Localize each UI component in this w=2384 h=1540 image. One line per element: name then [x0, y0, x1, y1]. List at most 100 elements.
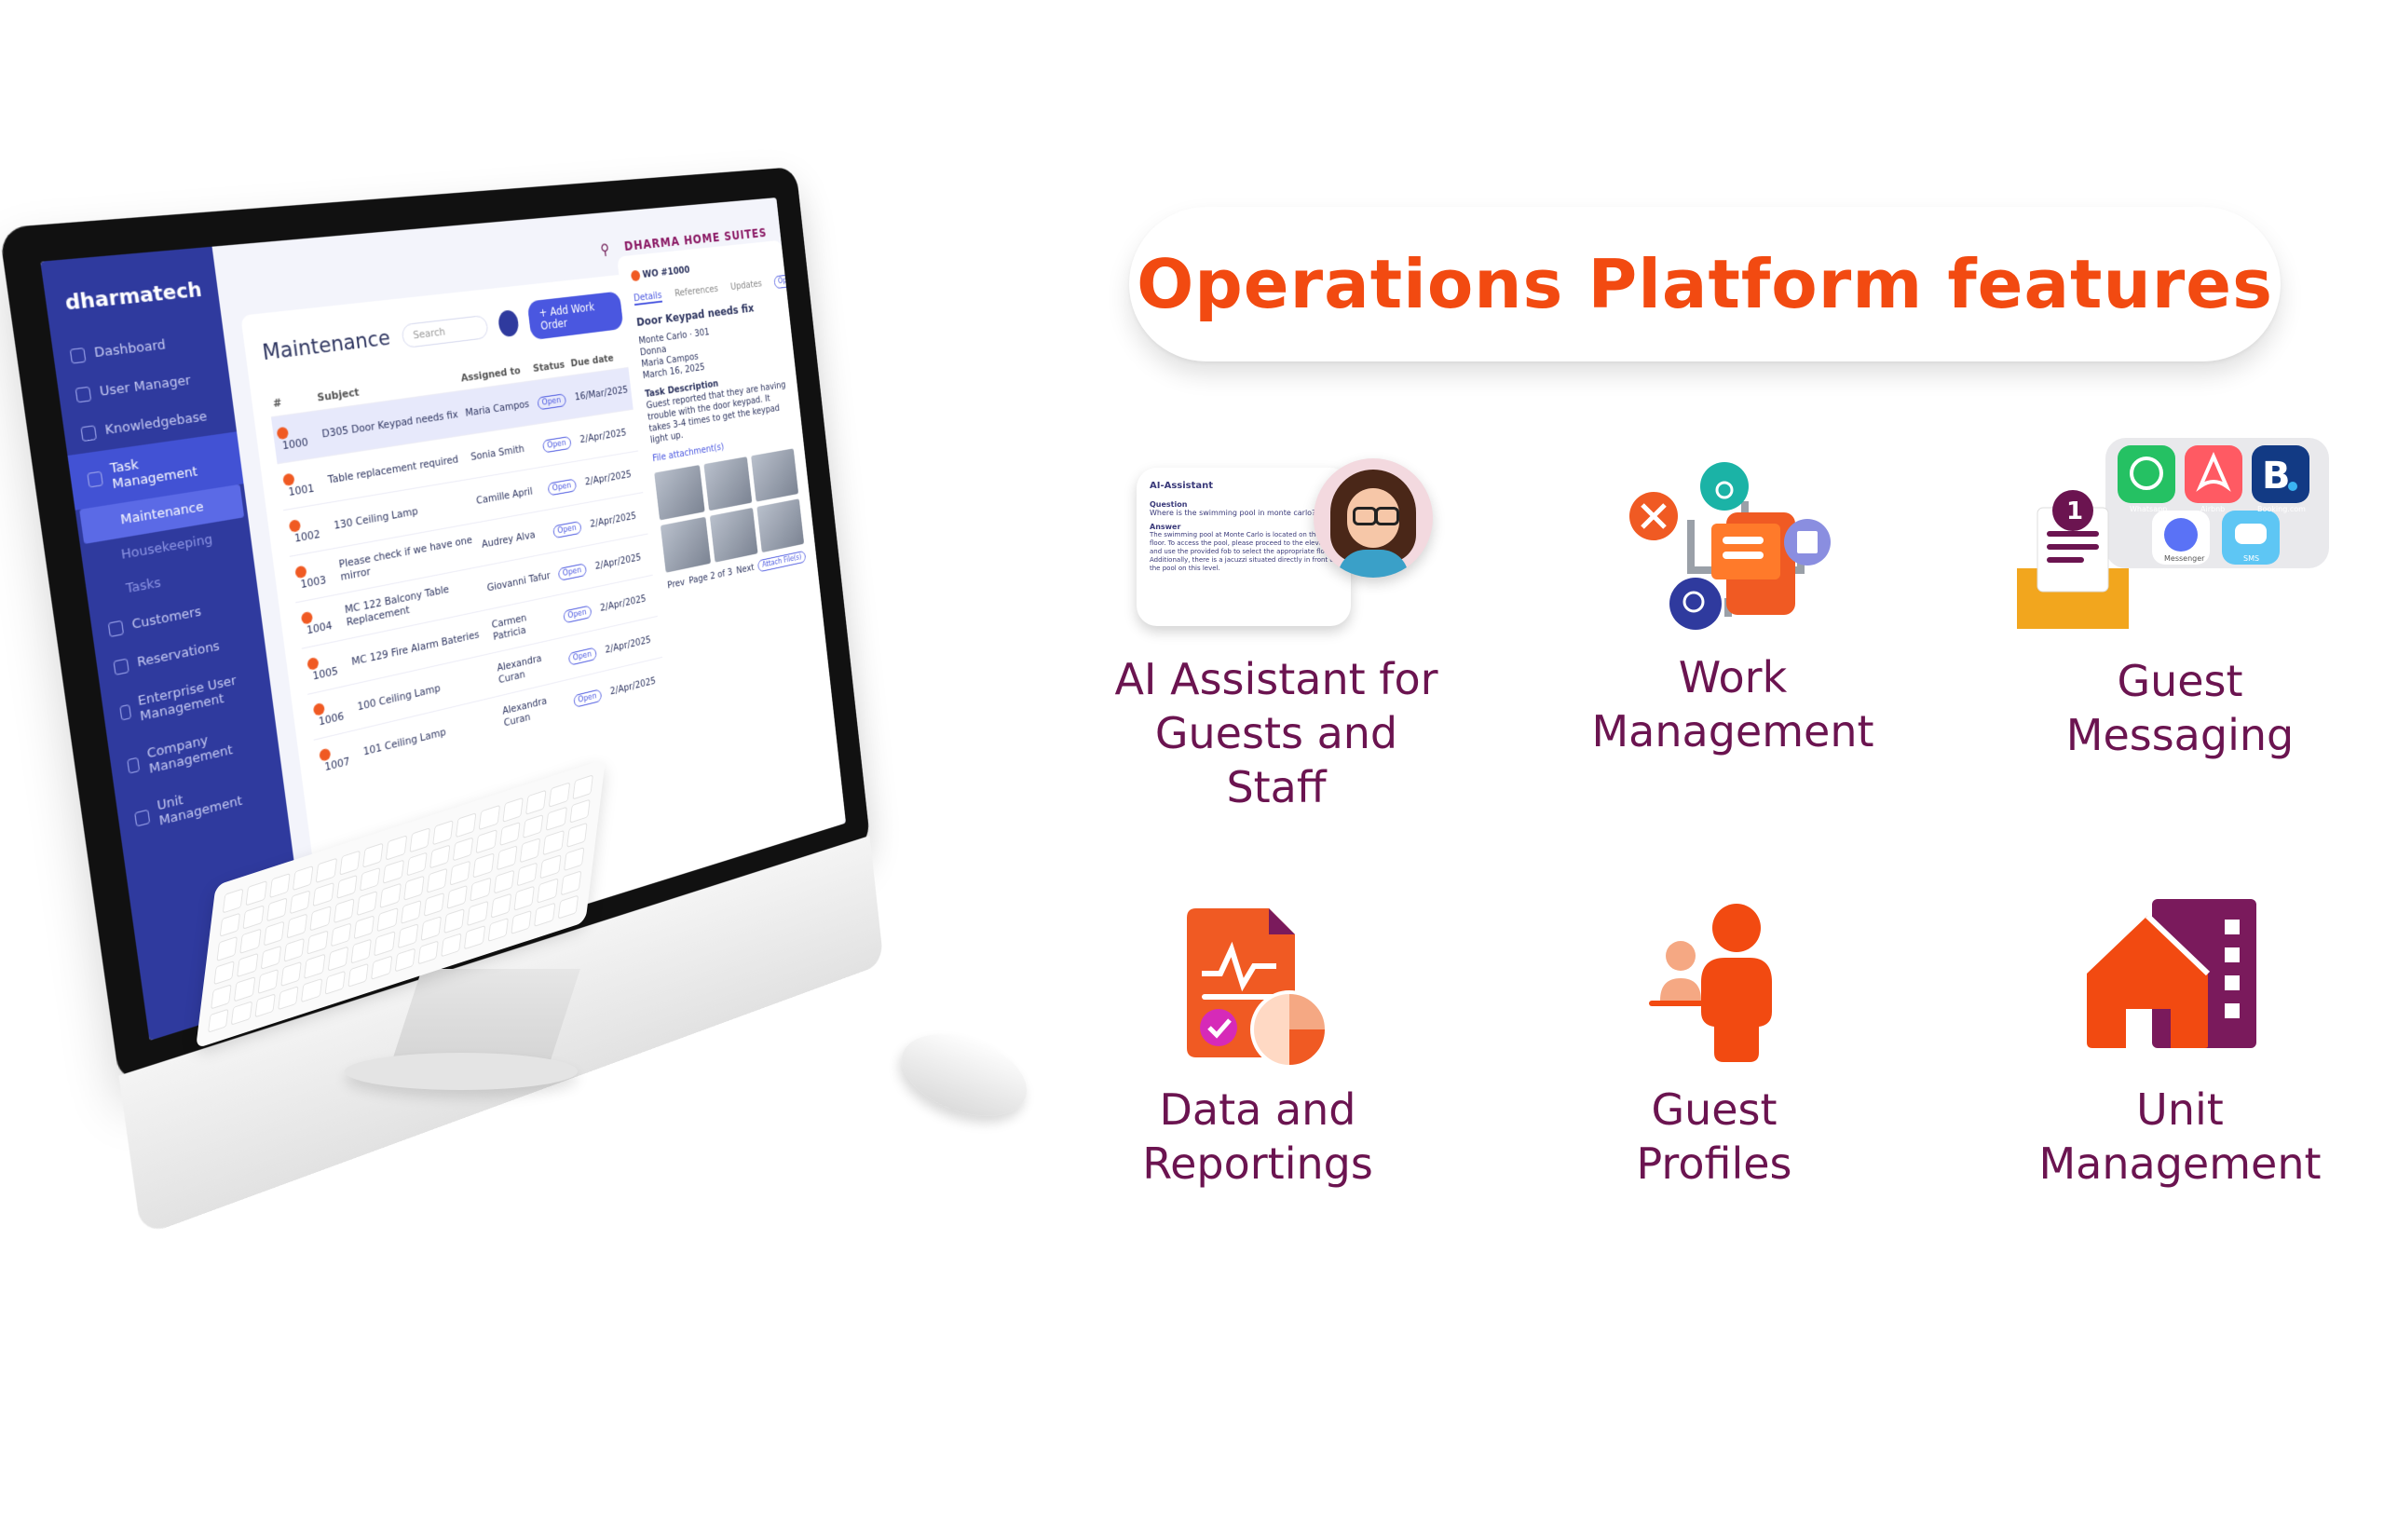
feature-label: Work: [1678, 652, 1788, 702]
keyboard-key: [569, 797, 591, 824]
keyboard-key: [397, 923, 419, 948]
feature-label: Guest: [2117, 656, 2243, 706]
keyboard-key: [254, 992, 276, 1018]
keyboard-key: [283, 937, 306, 962]
keyboard-key: [490, 893, 512, 919]
attachment-thumbnail[interactable]: [751, 448, 799, 502]
feature-unit-management: Unit Management: [1994, 1083, 2366, 1191]
keyboard-key: [304, 953, 326, 979]
keyboard-key: [429, 843, 451, 869]
keyboard-key: [333, 898, 355, 923]
attachment-thumbnail[interactable]: [654, 465, 705, 521]
bulb-icon: [80, 424, 98, 442]
attachment-thumbnail[interactable]: [703, 457, 753, 511]
keyboard-key: [537, 878, 559, 904]
keyboard-key: [572, 774, 593, 800]
keyboard-key: [519, 837, 541, 863]
keyboard-key: [563, 846, 585, 872]
feature-label: Unit: [2136, 1084, 2224, 1135]
row-status: Open: [531, 375, 575, 425]
app-caption: SMS: [2243, 554, 2259, 563]
filter-button[interactable]: [497, 309, 520, 338]
keyboard-key: [502, 797, 524, 823]
keyboard-key: [417, 939, 440, 965]
keyboard-key: [546, 806, 567, 831]
status-badge: Open: [536, 392, 566, 410]
attachment-thumbnail[interactable]: [660, 516, 711, 573]
data-reporting-icon: [1187, 908, 1328, 1069]
keyboard-key: [409, 827, 430, 853]
row-id-text: 1001: [287, 482, 316, 499]
prev-link[interactable]: Prev: [666, 576, 686, 592]
row-id-text: 1000: [281, 435, 309, 453]
app-caption: Whatsapp: [2130, 505, 2167, 513]
keyboard-key: [315, 857, 337, 883]
tab-references[interactable]: References: [674, 282, 719, 299]
ai-answer-label: Answer: [1150, 523, 1181, 531]
add-work-order-button[interactable]: + Add Work Order: [526, 291, 624, 341]
keyboard-key: [307, 929, 329, 955]
row-status: Open: [547, 502, 590, 553]
keyboard-key: [479, 804, 500, 830]
keyboard-key: [289, 889, 311, 915]
keyboard-key: [423, 892, 445, 918]
row-id: 1007: [313, 729, 363, 785]
app-caption: Messenger: [2164, 554, 2205, 563]
keyboard-key: [356, 890, 378, 916]
keyboard-key: [245, 880, 267, 906]
work-orders-table: # Subject Assigned to Status Due date 10…: [267, 345, 668, 785]
keyboard-key: [405, 851, 428, 877]
status-badge: Open: [572, 688, 602, 708]
keyboard-key: [496, 845, 518, 870]
keyboard-key: [335, 874, 358, 900]
search-icon[interactable]: ⚲: [599, 239, 611, 258]
attachment-thumbnail[interactable]: [756, 498, 805, 553]
keyboard-key: [432, 820, 454, 845]
keyboard-key: [309, 906, 332, 932]
keyboard-key: [350, 938, 373, 964]
user-icon: [75, 386, 92, 402]
tab-details[interactable]: Details: [633, 289, 663, 307]
keyboard-key: [452, 836, 474, 862]
keyboard-key: [379, 882, 402, 908]
keyboard-key: [426, 867, 448, 893]
next-link[interactable]: Next: [735, 561, 756, 577]
keyboard-key: [292, 865, 314, 891]
feature-ai-assistant: AI Assistant for Guests and Staff: [1081, 652, 1472, 814]
keyboard-key: [371, 954, 392, 980]
row-id: 1000: [270, 411, 321, 464]
tool-icon: [630, 269, 641, 282]
keyboard-key: [456, 811, 477, 838]
panel-title: Maintenance: [261, 325, 392, 366]
keyboard-key: [493, 868, 515, 894]
keyboard-key: [219, 911, 241, 937]
keyboard-key: [542, 829, 565, 855]
keyboard-key: [216, 935, 238, 961]
keyboard-key: [560, 870, 582, 896]
search-input[interactable]: Search: [400, 314, 489, 348]
keyboard-key: [330, 921, 352, 947]
keyboard-key: [353, 914, 375, 940]
ai-question-label: Question: [1150, 500, 1188, 509]
attach-files-button[interactable]: Attach File(s): [756, 550, 807, 573]
keyboard-key: [525, 789, 547, 815]
attachment-thumbnail[interactable]: [709, 507, 758, 563]
keyboard-key: [467, 900, 489, 926]
tab-updates[interactable]: Updates: [729, 277, 763, 293]
status-badge: Open: [562, 605, 593, 623]
keyboard-key: [382, 859, 404, 884]
row-id: 1001: [277, 457, 328, 511]
app-caption: Booking.com: [2257, 505, 2306, 513]
page-indicator: Page 2 of 3: [688, 566, 733, 587]
feature-guest-messaging: Guest Messaging: [2003, 654, 2357, 762]
keyboard-key: [260, 945, 282, 971]
status-badge: Open: [541, 435, 572, 454]
computer-mockup: dharmatech Dashboard User Manager Knowle…: [0, 167, 969, 1342]
keyboard-key: [239, 928, 262, 954]
keyboard-key: [312, 881, 334, 907]
title-pill: Operations Platform features: [1129, 207, 2281, 361]
guest-messaging-icon: B 1 Whatsapp Airbnb Booking.com Messenge…: [2017, 438, 2329, 629]
svg-text:B: B: [2262, 455, 2291, 497]
work-management-icon: [1629, 462, 1831, 630]
